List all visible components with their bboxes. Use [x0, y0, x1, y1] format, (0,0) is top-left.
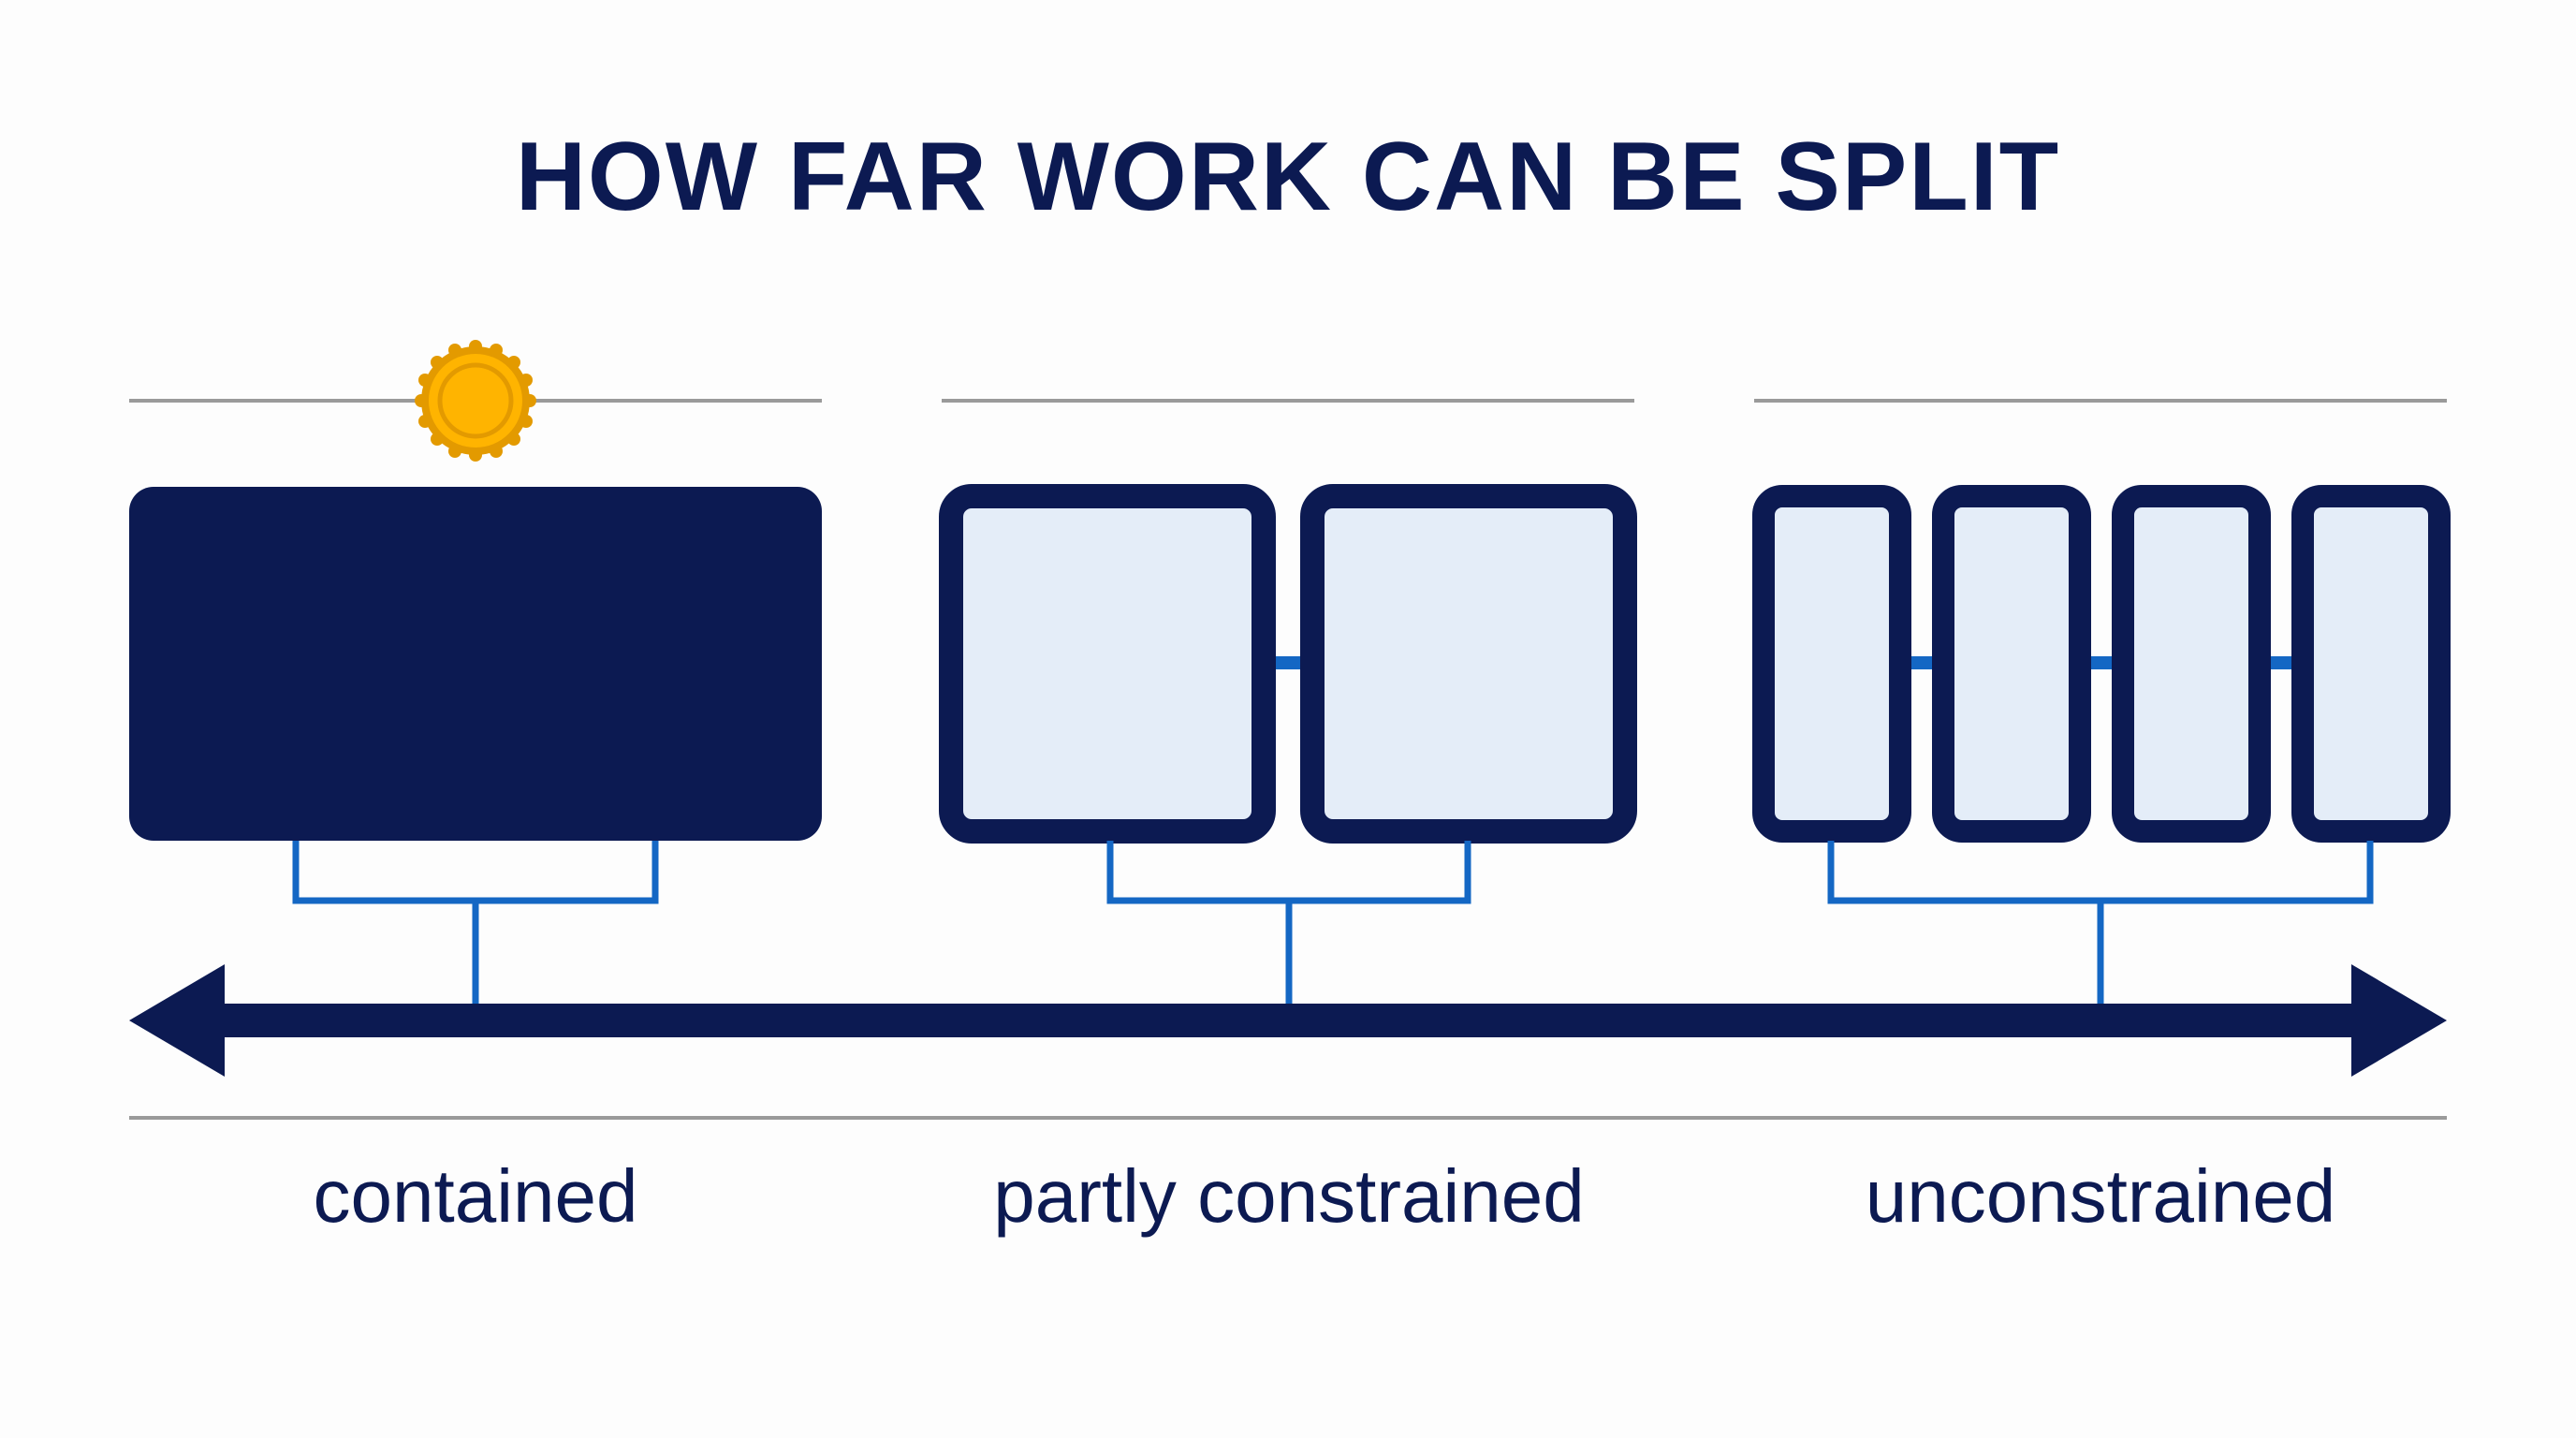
block-unc-1 — [1752, 485, 1911, 843]
block-partly-1 — [939, 484, 1276, 844]
stage-label-unconstrained: unconstrained — [1865, 1154, 2336, 1238]
connector-contained — [292, 841, 659, 1004]
block-partly-2 — [1300, 484, 1637, 844]
block-unc-3 — [2112, 485, 2271, 843]
page-title: HOW FAR WORK CAN BE SPLIT — [515, 123, 2061, 231]
double-headed-arrow-icon — [129, 964, 2447, 1077]
block-unc-2 — [1932, 485, 2091, 843]
block-contained — [129, 487, 822, 841]
stage-label-contained: contained — [313, 1154, 638, 1238]
connector-unconstrained — [1827, 841, 2374, 1004]
sun-badge-icon — [415, 340, 536, 462]
block-unc-4 — [2291, 485, 2451, 843]
stage-label-partly-constrained: partly constrained — [993, 1154, 1585, 1238]
connector-partly-constrained — [1106, 841, 1471, 1004]
